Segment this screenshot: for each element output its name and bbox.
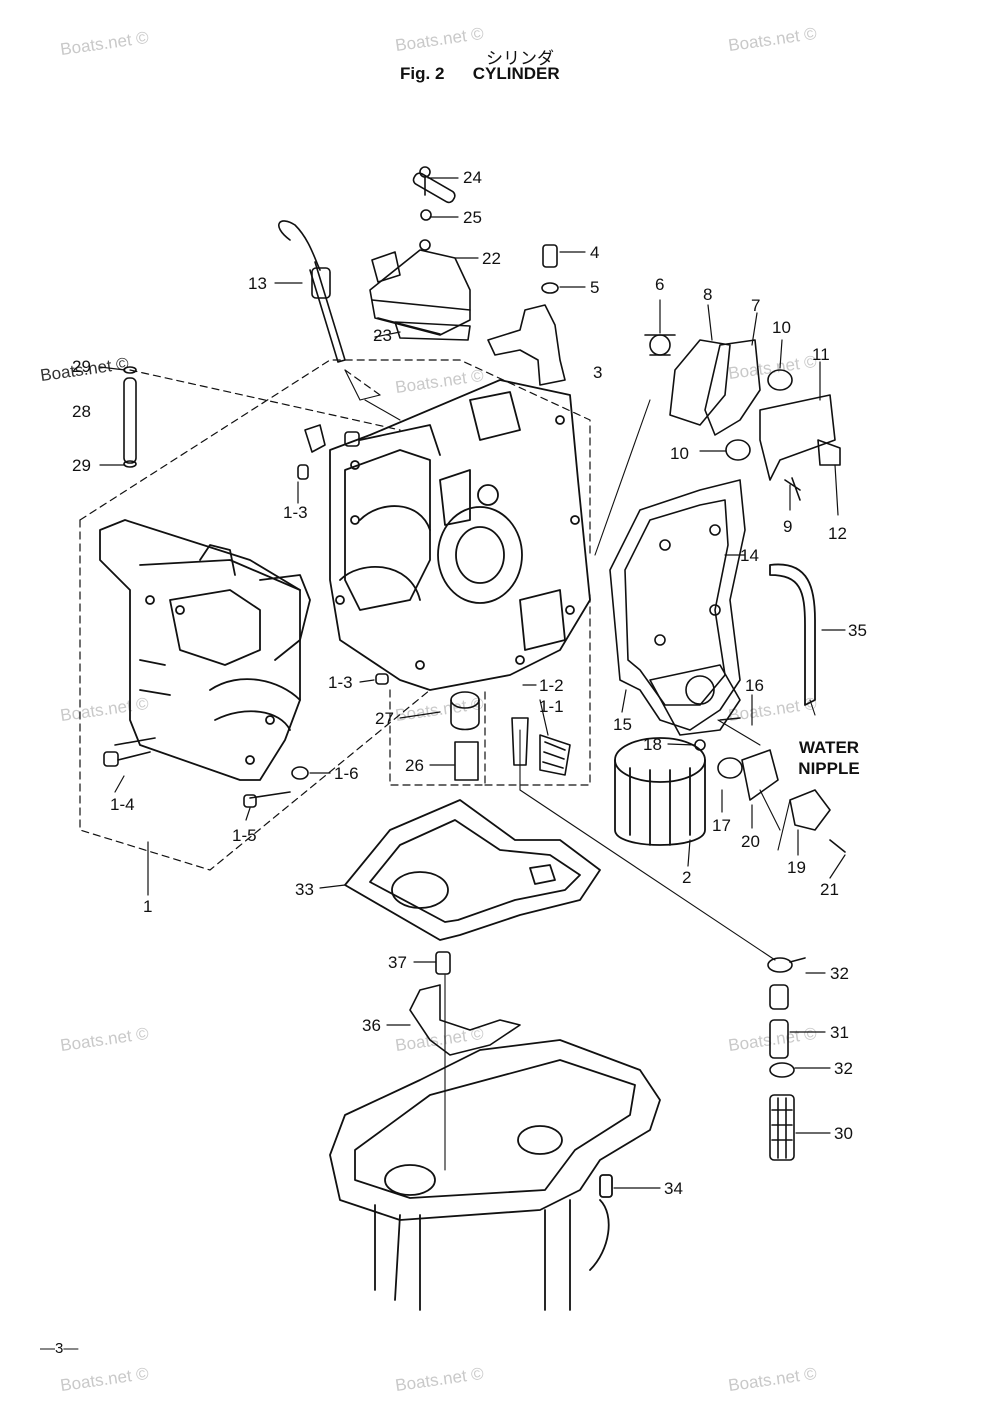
thermostat-assembly xyxy=(644,334,841,501)
part-label: 1-2 xyxy=(539,676,564,695)
part-label: 15 xyxy=(613,715,632,734)
dipstick xyxy=(278,220,346,363)
assembly-boundary-lines xyxy=(79,359,591,871)
part-label: 32 xyxy=(834,1059,853,1078)
part-label: 23 xyxy=(373,326,392,345)
part-label: 1-4 xyxy=(110,795,135,814)
crankcase xyxy=(99,519,311,781)
part-label: 21 xyxy=(820,880,839,899)
part-label: 1 xyxy=(143,897,153,916)
part-label: 5 xyxy=(590,278,600,297)
page-number: —3— xyxy=(40,1340,79,1357)
part-label: 1-5 xyxy=(232,826,257,845)
part-label: 10 xyxy=(670,444,689,463)
part-label: 13 xyxy=(248,274,267,293)
hose xyxy=(769,563,816,706)
reference-lines xyxy=(344,369,816,1171)
part-label: 2 xyxy=(682,868,692,887)
oil-filter xyxy=(614,737,706,846)
part-label: 31 xyxy=(830,1023,849,1042)
exhaust-cover xyxy=(609,479,746,736)
part-label: 11 xyxy=(812,345,830,364)
part-label: 25 xyxy=(463,208,482,227)
part-label: 29 xyxy=(72,357,91,376)
water-strainer xyxy=(767,957,806,1161)
part-label: 29 xyxy=(72,456,91,475)
part-label: 1-3 xyxy=(283,503,308,522)
part-label: 1-1 xyxy=(539,697,564,716)
oil-pan-gasket xyxy=(344,799,601,941)
part-label: 20 xyxy=(741,832,760,851)
part-label: 6 xyxy=(655,275,665,294)
title-japanese: シリンダ xyxy=(486,49,554,69)
figure-name: CYLINDER xyxy=(472,64,560,83)
part-label: 9 xyxy=(783,517,793,536)
part-label: 3 xyxy=(593,363,603,382)
part-label: 34 xyxy=(664,1179,683,1198)
part-label: 30 xyxy=(834,1124,853,1143)
part-label: 10 xyxy=(772,318,791,337)
part-label: 37 xyxy=(388,953,407,972)
part-label: 7 xyxy=(751,296,761,315)
callout-line: WATER xyxy=(798,738,860,757)
part-label: 33 xyxy=(295,880,314,899)
bracket-3 xyxy=(487,244,566,386)
lower-casing xyxy=(329,1039,661,1311)
part-label: 1-3 xyxy=(328,673,353,692)
water-nipple-callout: WATER NIPPLE xyxy=(788,737,870,779)
callout-line: NIPPLE xyxy=(798,759,860,778)
center-small-parts xyxy=(450,691,571,781)
part-label: 19 xyxy=(787,858,806,877)
figure-number: Fig. 2 xyxy=(400,64,445,83)
cylinder-block xyxy=(329,379,591,691)
part-label: 26 xyxy=(405,756,424,775)
figure-title: Fig. 2 CYLINDER xyxy=(400,64,560,84)
part-label: 16 xyxy=(745,676,764,695)
part-label: 28 xyxy=(72,402,91,421)
part-label: 4 xyxy=(590,243,600,262)
part-label: 12 xyxy=(828,524,847,543)
part-label: 27 xyxy=(375,709,394,728)
part-label: 32 xyxy=(830,964,849,983)
small-parts-left xyxy=(103,366,389,808)
breather-cover xyxy=(369,166,471,341)
part-label: 18 xyxy=(643,735,662,754)
part-label: 8 xyxy=(703,285,713,304)
plate-36 xyxy=(409,951,521,1056)
part-label: 36 xyxy=(362,1016,381,1035)
part-label: 17 xyxy=(712,816,731,835)
part-label: 14 xyxy=(740,546,759,565)
part-label: 24 xyxy=(463,168,482,187)
part-label: 1-6 xyxy=(334,764,359,783)
part-label: 35 xyxy=(848,621,867,640)
part-label: 22 xyxy=(482,249,501,268)
leader-lines xyxy=(99,177,846,1189)
